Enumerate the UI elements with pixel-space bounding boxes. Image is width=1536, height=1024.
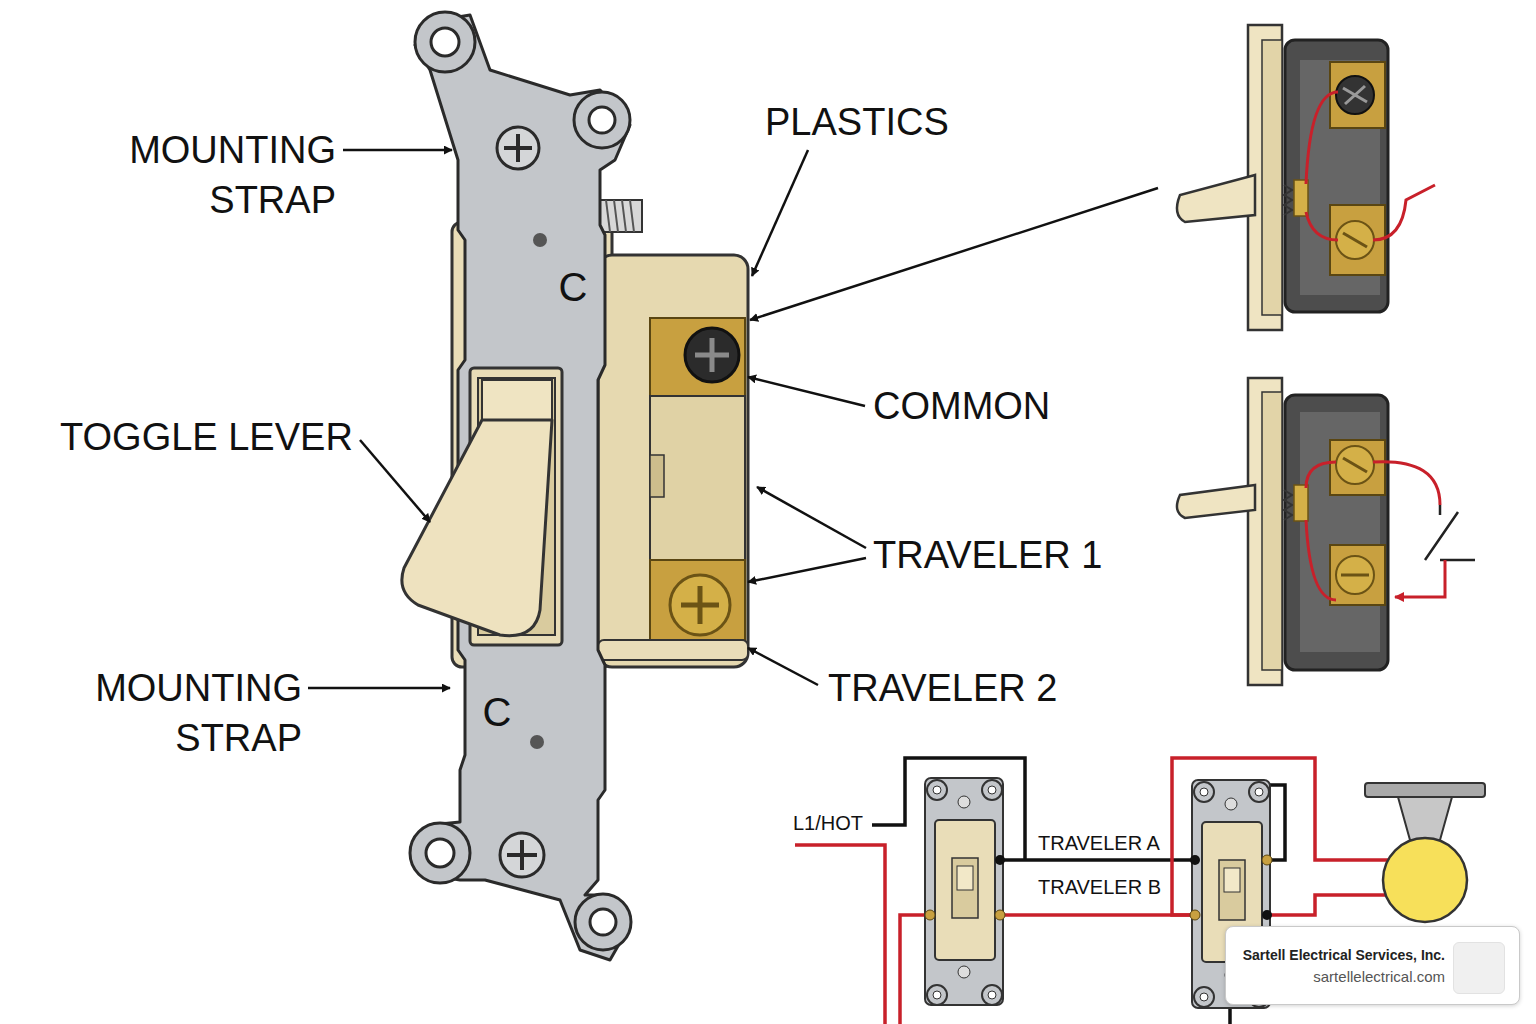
light-bulb — [1365, 783, 1485, 922]
company-url: sartellelectrical.com — [1242, 966, 1445, 987]
logo-icon — [1453, 942, 1505, 994]
terminal-label: TRAVELER 1 — [873, 533, 1102, 577]
strap-mark: C — [559, 265, 588, 309]
company-name: Sartell Electrical Services, Inc. — [1242, 945, 1445, 966]
wire-label: L1/HOT — [793, 811, 863, 835]
wiring-switch — [925, 778, 1005, 1005]
watermark-box: Sartell Electrical Services, Inc.sartell… — [1225, 926, 1520, 1005]
leader-lines — [308, 150, 1158, 688]
cross-section-inset — [1177, 378, 1475, 685]
terminal-screws — [670, 328, 739, 635]
part-label: PLASTICS — [765, 100, 949, 144]
wire-label: TRAVELER B — [1038, 875, 1161, 899]
strap-mark: C — [483, 690, 512, 734]
cross-section-inset — [1177, 25, 1435, 330]
wire-label: TRAVELER A — [1038, 831, 1160, 855]
terminal-label: TRAVELER 2 — [828, 666, 1057, 710]
part-label: MOUNTING STRAP — [96, 125, 336, 225]
part-label: TOGGLE LEVER — [60, 415, 353, 459]
terminal-label: COMMON — [873, 384, 1050, 428]
part-label: MOUNTING STRAP — [62, 663, 302, 763]
toggle-lever — [402, 368, 562, 645]
